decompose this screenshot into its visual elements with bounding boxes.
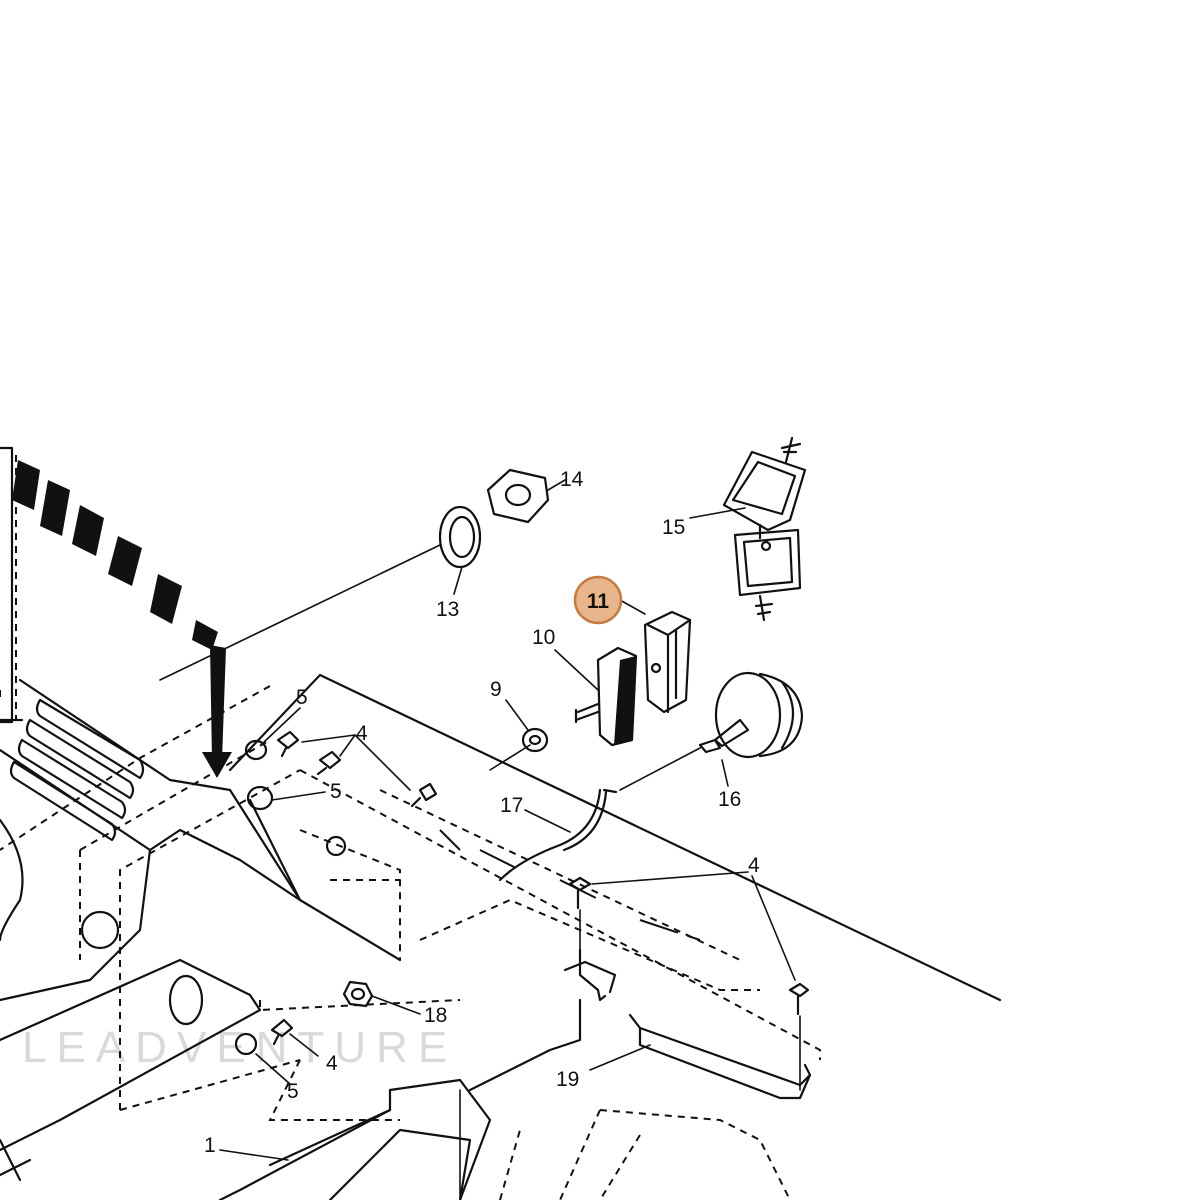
washer-5a xyxy=(244,739,268,761)
callout-18[interactable]: 18 xyxy=(424,1004,447,1027)
callout-14[interactable]: 14 xyxy=(560,468,584,491)
part-14-nut xyxy=(486,468,550,524)
part-16-knob xyxy=(698,671,804,759)
callout-13[interactable]: 13 xyxy=(436,598,459,621)
direction-arrow xyxy=(12,460,232,778)
washer-5b xyxy=(246,785,274,811)
highlight-circle[interactable] xyxy=(575,577,621,623)
callout-4b[interactable]: 4 xyxy=(748,854,760,877)
callout-5b[interactable]: 5 xyxy=(330,780,342,803)
panel-1 xyxy=(218,1078,492,1200)
bracket-19 xyxy=(468,948,812,1100)
callout-4a[interactable]: 4 xyxy=(356,722,368,745)
washer-5c xyxy=(325,835,347,857)
hidden-lines xyxy=(0,685,821,1200)
callout-16[interactable]: 16 xyxy=(718,788,741,811)
callout-5a[interactable]: 5 xyxy=(296,686,308,709)
leader-lines xyxy=(159,479,801,1200)
callout-17[interactable]: 17 xyxy=(500,794,523,817)
callout-15[interactable]: 15 xyxy=(662,516,685,539)
part-9-washer xyxy=(521,727,549,753)
part-13-washer xyxy=(438,505,482,569)
callout-1[interactable]: 1 xyxy=(204,1134,216,1157)
callout-19[interactable]: 19 xyxy=(556,1068,579,1091)
dashboard-panel xyxy=(0,673,1002,1182)
part-11-cover xyxy=(643,610,692,714)
callout-labels: 14 13 15 10 9 16 17 5 4 5 4 18 4 19 5 1 xyxy=(204,468,760,1157)
callout-10[interactable]: 10 xyxy=(532,626,555,649)
callout-11-label: 11 xyxy=(587,590,610,613)
part-15-keys xyxy=(722,436,807,622)
part-18-nut xyxy=(342,980,374,1008)
callout-9[interactable]: 9 xyxy=(490,678,502,701)
callout-4c[interactable]: 4 xyxy=(326,1052,338,1075)
highlight-ring xyxy=(573,575,623,625)
watermark-text: LEADVENTURE xyxy=(22,1023,457,1072)
callout-11-highlight[interactable]: 11 xyxy=(573,575,623,625)
part-10-switch xyxy=(574,646,638,747)
part-17-cable xyxy=(498,788,618,882)
fasteners xyxy=(234,730,810,1056)
washer-5d xyxy=(234,1032,258,1056)
callout-5c[interactable]: 5 xyxy=(287,1080,299,1103)
